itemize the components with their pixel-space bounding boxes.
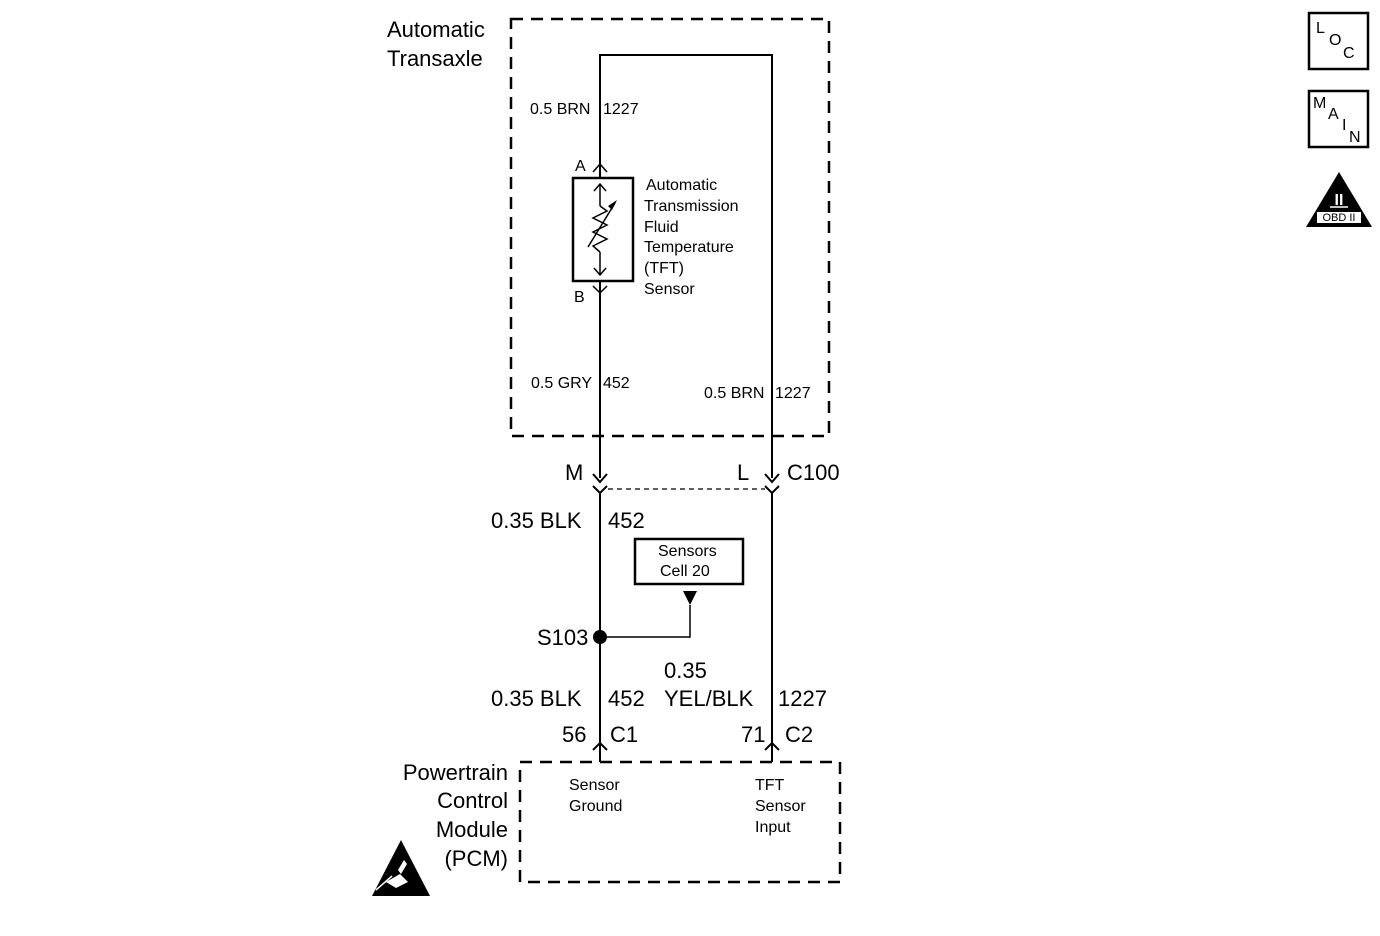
obd-ii-roman: II — [1335, 192, 1344, 209]
wire-lower-right-label: 0.5 BRN — [704, 385, 764, 402]
wire-mid-left-top-circuit: 452 — [608, 508, 645, 533]
wire-top-left-label: 0.5 BRN — [530, 101, 590, 118]
sensor-ground-line1: Sensor — [569, 777, 620, 794]
tft-sensor[interactable] — [571, 176, 635, 283]
pcm-title-line2: Control — [437, 788, 508, 813]
wire-mid-right-color: YEL/BLK — [664, 686, 754, 711]
c100-pin-l-label: L — [737, 460, 749, 485]
sensors-cell-line1: Sensors — [658, 543, 717, 560]
transaxle-boundary — [509, 17, 831, 438]
main-letter-i: I — [1342, 117, 1346, 134]
pin-b-label: B — [574, 289, 585, 306]
pin-a-label: A — [575, 158, 586, 175]
sensor-ground-line2: Ground — [569, 798, 622, 815]
wire-mid-right-gauge: 0.35 — [664, 658, 707, 683]
sensor-line-2: Transmission — [644, 198, 739, 215]
sensor-line-1: Automatic — [646, 177, 717, 194]
wire-mid-left-top-label: 0.35 BLK — [491, 508, 582, 533]
wire-mid-left-bottom-label: 0.35 BLK — [491, 686, 582, 711]
tft-sensor-label: Automatic Transmission Fluid Temperature… — [644, 177, 739, 298]
pcm-title-line1: Powertrain — [403, 760, 508, 785]
sensor-line-5: (TFT) — [644, 260, 684, 277]
loc-icon[interactable]: L O C — [1307, 11, 1370, 71]
transaxle-title-line1: Automatic — [387, 17, 485, 42]
sensor-arrow-down-head — [593, 267, 607, 277]
main-letter-n: N — [1349, 129, 1361, 146]
esd-warning-icon — [372, 840, 430, 896]
variable-arrow-head — [608, 200, 617, 210]
splice-s103-label: S103 — [537, 625, 588, 650]
sensors-cell-reference[interactable]: Sensors Cell 20 — [633, 537, 745, 586]
tft-input-line1: TFT — [755, 777, 785, 794]
wire-lower-left-circuit: 452 — [603, 375, 630, 392]
wire-lower-right-circuit: 1227 — [775, 385, 811, 402]
main-letter-a: A — [1328, 106, 1339, 123]
pcm-title-line3: Module — [436, 817, 508, 842]
pcm-c2-name: C2 — [785, 722, 813, 747]
pcm-boundary — [518, 760, 842, 884]
wire-top-left-circuit: 1227 — [603, 101, 639, 118]
c100-pin-m-arrow — [592, 473, 608, 484]
tft-sensor-body — [571, 176, 635, 283]
loc-letter-c: C — [1343, 45, 1355, 62]
main-icon[interactable]: M A I N — [1307, 89, 1370, 149]
pcm-c1-name: C1 — [610, 722, 638, 747]
c100-pin-l-arrow — [764, 473, 780, 484]
sensor-line-4: Temperature — [644, 239, 734, 256]
sensor-arrow-up-head — [593, 182, 607, 192]
obd-ii-label: OBD II — [1322, 212, 1355, 224]
tft-input-line3: Input — [755, 819, 791, 836]
loc-letter-l: L — [1316, 20, 1325, 37]
main-letter-m: M — [1313, 95, 1326, 112]
pcm-c1-pin-number: 56 — [562, 722, 586, 747]
sensors-cell-line2: Cell 20 — [660, 563, 710, 580]
connector-c100[interactable] — [592, 473, 780, 495]
c100-pin-l-receptacle — [764, 485, 780, 495]
sensor-line-3: Fluid — [644, 219, 679, 236]
reference-arrow-icon — [683, 591, 697, 605]
transaxle-title-line2: Transaxle — [387, 46, 483, 71]
c100-pin-m-label: M — [565, 460, 583, 485]
wire-mid-left-bottom-circuit: 452 — [608, 686, 645, 711]
variable-arrow-icon — [587, 202, 616, 248]
obd-ii-icon[interactable]: II OBD II — [1306, 172, 1372, 227]
c100-name: C100 — [787, 460, 840, 485]
pcm-title-line4: (PCM) — [444, 846, 508, 871]
wire-lower-left-label: 0.5 GRY — [531, 375, 592, 392]
splice-s103-dot[interactable] — [593, 630, 607, 644]
splice-tap-wire — [600, 605, 691, 638]
wire-1227-loop[interactable] — [599, 54, 773, 478]
sensors-cell-box — [633, 537, 745, 586]
c100-pin-m-receptacle — [592, 485, 608, 495]
tft-input-line2: Sensor — [755, 798, 806, 815]
wire-mid-right-circuit: 1227 — [778, 686, 827, 711]
sensor-line-6: Sensor — [644, 281, 695, 298]
pcm-c2-pin-number: 71 — [741, 722, 765, 747]
loc-letter-o: O — [1329, 32, 1341, 49]
